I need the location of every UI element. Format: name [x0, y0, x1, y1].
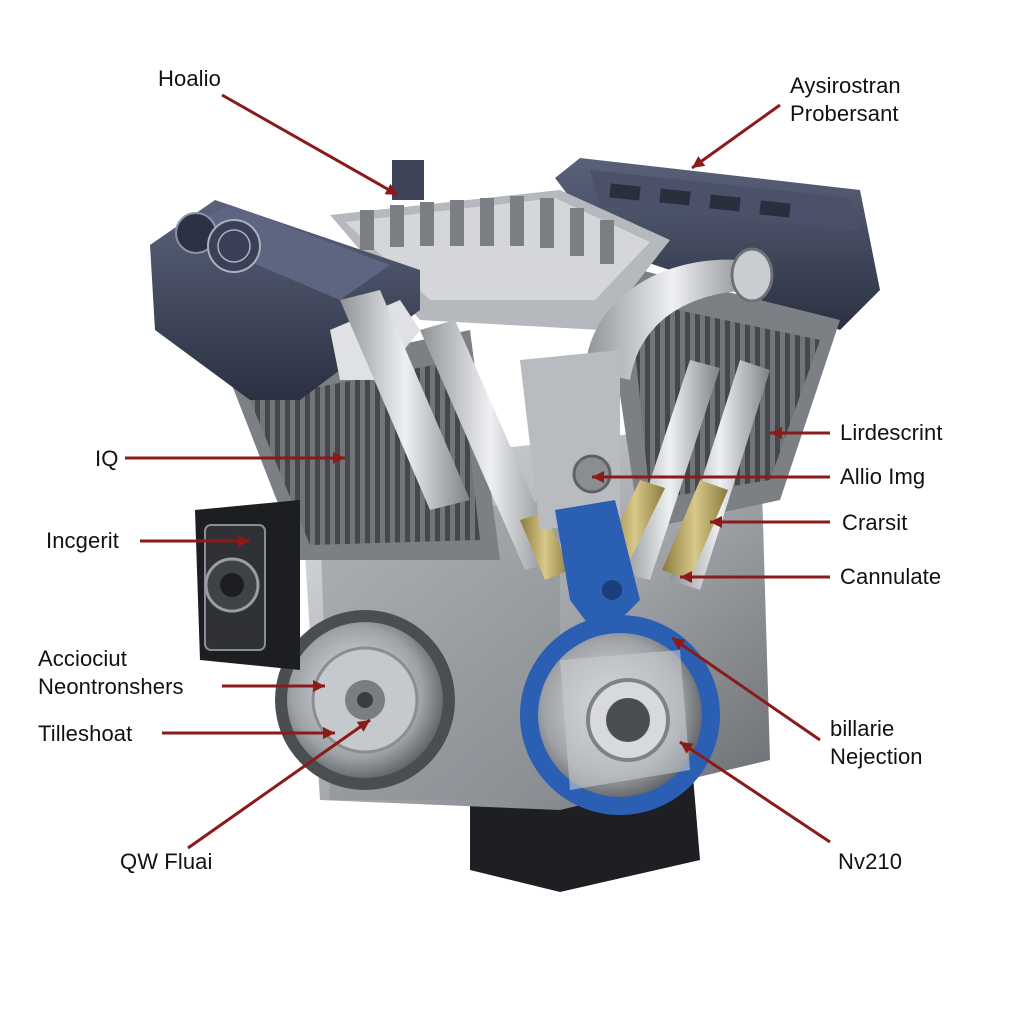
leader-arrowhead-aysirostran	[692, 156, 706, 168]
label-qw-fluai: QW Fluai	[120, 849, 213, 874]
label-acciociut-neontronshers: Acciociut Neontronshers	[38, 646, 184, 699]
right-struts	[605, 360, 770, 590]
leader-arrowhead-lirdescrint	[770, 427, 782, 439]
leader-arrowhead-qw-fluai	[356, 720, 370, 732]
left-housing	[195, 500, 300, 670]
accessory-pulley	[275, 610, 455, 790]
left-valve-cover	[150, 200, 420, 400]
left-pipes	[340, 290, 570, 580]
label-hoalio: Hoalio	[158, 66, 221, 91]
label-nv210: Nv210	[838, 849, 903, 874]
label-lirdescrint: Lirdescrint	[840, 420, 943, 445]
label-crarsit: Crarsit	[842, 510, 908, 535]
leader-line-billarie	[671, 636, 821, 742]
timing-column	[520, 350, 640, 640]
leader-arrowhead-nv210	[680, 742, 694, 754]
leader-line-aysirostran	[691, 103, 781, 170]
intake-crossover-pipe	[585, 247, 774, 380]
label-billarie-nejection: billarie Nejection	[830, 716, 923, 769]
label-incgerit: Incgerit	[46, 528, 119, 553]
leader-arrowhead-iq	[333, 452, 345, 464]
label-iq: IQ	[95, 446, 119, 471]
leader-line-hoalio	[221, 93, 399, 197]
leader-arrowhead-incgerit	[238, 535, 250, 547]
leader-line-nv210	[679, 740, 831, 844]
front-cover	[520, 615, 720, 815]
leader-arrowhead-allio-img	[592, 471, 604, 483]
leader-arrowhead-tilleshoat	[323, 727, 335, 739]
right-valve-cover	[555, 158, 880, 330]
leader-arrowhead-crarsit	[710, 516, 722, 528]
leader-line-qw-fluai	[187, 718, 371, 850]
leader-arrowhead-acciociut	[313, 680, 325, 692]
label-aysirostran-probersant: Aysirostran Probersant	[790, 73, 901, 126]
label-cannulate: Cannulate	[840, 564, 942, 589]
leader-arrowhead-hoalio	[384, 183, 398, 195]
label-allio-img: Allio Img	[840, 464, 926, 489]
leader-lines	[125, 93, 831, 850]
leader-arrowhead-cannulate	[680, 571, 692, 583]
leader-arrowhead-billarie	[672, 638, 686, 650]
label-tilleshoat: Tilleshoat	[38, 721, 133, 746]
